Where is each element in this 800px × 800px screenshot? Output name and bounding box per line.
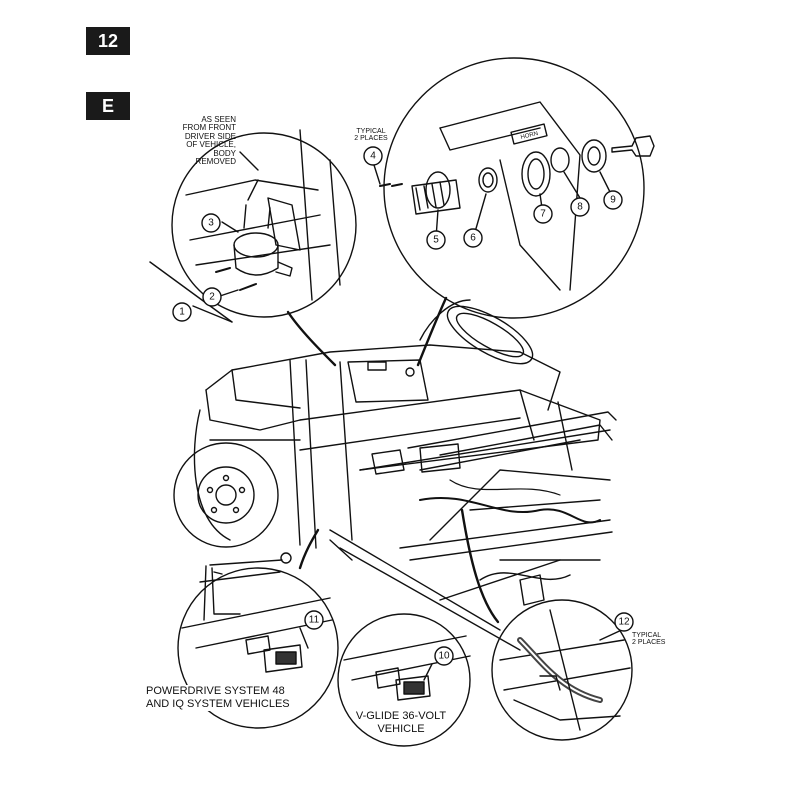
callout-4-label: 4 <box>370 151 376 162</box>
note-line: DRIVER SIDE <box>184 131 236 141</box>
note-line: 2 PLACES <box>354 135 388 143</box>
callout-6 <box>463 228 483 248</box>
detail-circle-powerdrive <box>177 565 339 729</box>
detail-circle-horn <box>149 129 357 323</box>
page-number: 12 <box>97 30 119 51</box>
caption-line: POWERDRIVE SYSTEM 48 <box>146 685 285 699</box>
note-line: BODY <box>213 148 236 158</box>
callout-2-label: 2 <box>209 292 215 303</box>
caption-line: VEHICLE <box>377 723 425 737</box>
callout-9 <box>603 190 623 210</box>
note-line: 2 PLACES <box>632 639 666 647</box>
note-line: TYPICAL <box>632 632 662 639</box>
caption-powerdrive: POWERDRIVE SYSTEM 48 AND IQ SYSTEM VEHIC… <box>146 685 316 712</box>
caption-vglide: V-GLIDE 36-VOLT VEHICLE <box>346 710 456 737</box>
caption-line: V-GLIDE 36-VOLT <box>355 710 447 724</box>
callout-3 <box>201 213 221 233</box>
callout-12-label: 12 <box>618 617 630 628</box>
vehicle-drawing <box>173 299 617 651</box>
callout-10-label: 10 <box>438 651 450 662</box>
callout-1-label: 1 <box>179 307 185 318</box>
callout-11-label: 11 <box>309 615 320 626</box>
dash-panel-label: HORN <box>520 131 539 141</box>
note-line: FROM FRONT <box>182 123 236 133</box>
callout-12 <box>614 612 634 632</box>
callout-8-label: 8 <box>577 202 583 213</box>
callout-1 <box>172 302 192 322</box>
callout-8 <box>570 197 590 217</box>
callout-5-label: 5 <box>433 235 439 246</box>
callout-4 <box>363 146 383 166</box>
callout-7 <box>533 204 553 224</box>
page-number-badge: 12 <box>86 27 130 55</box>
note-line: REMOVED <box>195 156 236 166</box>
callout-9-label: 9 <box>610 195 616 206</box>
callout-2 <box>202 287 222 307</box>
caption-line: AND IQ SYSTEM VEHICLES <box>146 698 290 712</box>
section-letter-badge: E <box>86 92 130 120</box>
note-as-seen: AS SEEN FROM FRONT DRIVER SIDE OF VEHICL… <box>170 115 236 166</box>
callout-10 <box>434 646 454 666</box>
callout-6-label: 6 <box>470 233 476 244</box>
detail-circle-key-switch <box>373 57 655 319</box>
note-line: OF VEHICLE, <box>186 140 236 150</box>
callout-3-label: 3 <box>208 218 214 229</box>
note-typical-top: TYPICAL 2 PLACES <box>346 128 396 143</box>
callout-11 <box>304 610 324 630</box>
callout-5 <box>426 230 446 250</box>
note-line: TYPICAL <box>356 128 386 135</box>
detail-circle-wiring <box>491 599 633 741</box>
section-letter: E <box>101 95 114 116</box>
note-typical-bottom: TYPICAL 2 PLACES <box>632 632 680 647</box>
callout-7-label: 7 <box>540 209 546 220</box>
note-line: AS SEEN <box>201 115 236 124</box>
